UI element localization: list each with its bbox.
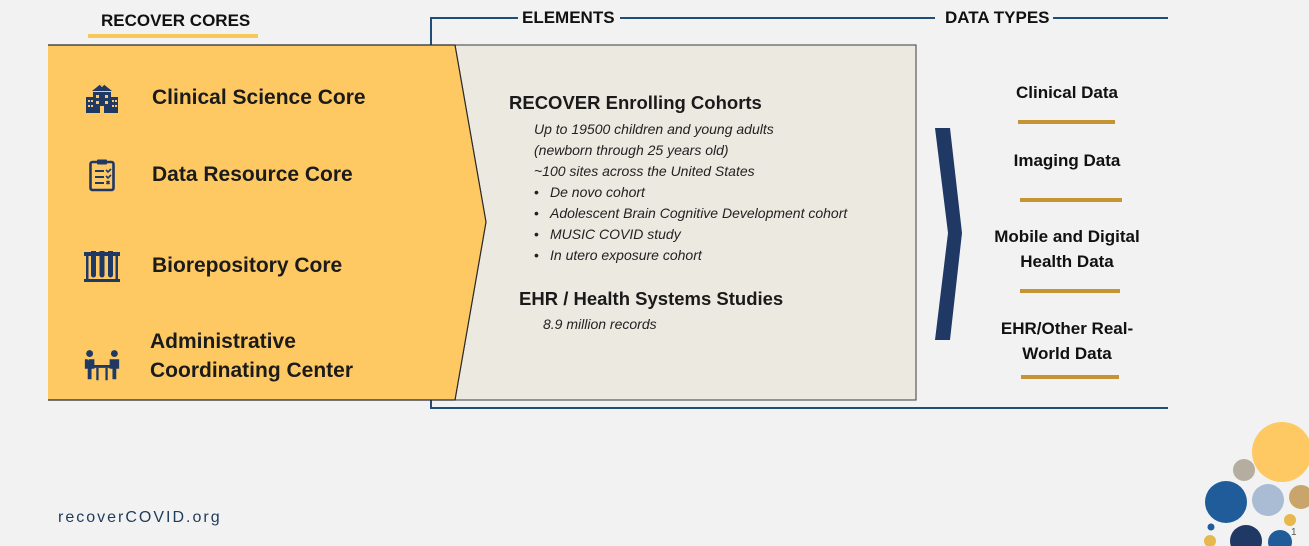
enrolling-cohorts-title: RECOVER Enrolling Cohorts: [509, 92, 762, 113]
clipboard-checklist-icon: [82, 155, 122, 195]
bracket-top-line-middle: [620, 17, 935, 19]
core-biorepository: Biorepository Core: [82, 246, 342, 286]
ehr-studies-title: EHR / Health Systems Studies: [519, 288, 784, 309]
bracket-top-line-left: [430, 17, 518, 19]
data-type-mobile-digital: Mobile and Digital Health Data: [967, 224, 1167, 274]
decorative-dots-logo: [1204, 422, 1309, 546]
core-label: Clinical Science Core: [152, 86, 366, 109]
bracket-bottom-line: [430, 407, 1168, 409]
core-label: Data Resource Core: [152, 163, 353, 186]
cohort-list-item: MUSIC COVID study: [534, 224, 847, 245]
data-type-divider: [1021, 375, 1119, 379]
footer-site-url[interactable]: recoverCOVID.org: [58, 509, 222, 526]
cohort-list: De novo cohort Adolescent Brain Cognitiv…: [534, 182, 847, 266]
people-at-table-icon: [82, 345, 122, 385]
data-type-label: EHR/Other Real-: [1000, 319, 1134, 338]
cores-arrow-panel: [48, 45, 486, 400]
data-type-clinical: Clinical Data: [967, 80, 1167, 105]
data-type-divider: [1018, 120, 1115, 124]
page-number: 1: [1291, 527, 1297, 538]
cores-arrow-outline: [48, 44, 487, 401]
core-data-resource: Data Resource Core: [82, 155, 353, 195]
bracket-top-line-right: [1053, 17, 1168, 19]
data-type-label: Clinical Data: [1015, 83, 1119, 102]
recover-cores-underline: [88, 34, 258, 38]
elements-header: ELEMENTS: [522, 8, 615, 27]
core-label: Biorepository Core: [152, 254, 343, 277]
bracket-left-top-vertical: [430, 17, 432, 45]
cohort-list-item: De novo cohort: [534, 182, 847, 203]
recover-cores-header: RECOVER CORES: [101, 11, 251, 30]
data-types-header: DATA TYPES: [945, 8, 1050, 27]
data-type-label: World Data: [1022, 344, 1112, 363]
test-tubes-rack-icon: [82, 246, 122, 286]
bracket-left-bottom-vertical: [430, 398, 432, 409]
data-type-label: Mobile and Digital: [994, 227, 1140, 246]
enrolling-line: ~100 sites across the United States: [534, 163, 755, 179]
data-type-label: Health Data: [1020, 252, 1114, 271]
cohort-list-item: In utero exposure cohort: [534, 245, 847, 266]
ehr-studies-detail: 8.9 million records: [543, 316, 657, 332]
enrolling-cohorts-details: Up to 19500 children and young adults (n…: [534, 119, 847, 266]
core-label-wrap: Administrative Coordinating Center: [150, 329, 353, 384]
data-type-imaging: Imaging Data: [967, 148, 1167, 173]
cohort-list-item: Adolescent Brain Cognitive Development c…: [534, 203, 847, 224]
data-type-label: Imaging Data: [1013, 151, 1121, 170]
right-chevron-shape: [935, 128, 962, 340]
enrolling-line: Up to 19500 children and young adults: [534, 121, 774, 137]
core-clinical-science: Clinical Science Core: [82, 78, 366, 118]
data-type-ehr-real-world: EHR/Other Real- World Data: [967, 316, 1167, 366]
core-administrative-coordinating: Administrative Coordinating Center: [82, 327, 353, 385]
data-type-divider: [1020, 198, 1122, 202]
core-label: Administrative: [150, 329, 296, 353]
core-label: Coordinating Center: [150, 358, 353, 382]
hospital-building-icon: [82, 78, 122, 118]
data-type-divider: [1020, 289, 1120, 293]
enrolling-line: (newborn through 25 years old): [534, 142, 729, 158]
